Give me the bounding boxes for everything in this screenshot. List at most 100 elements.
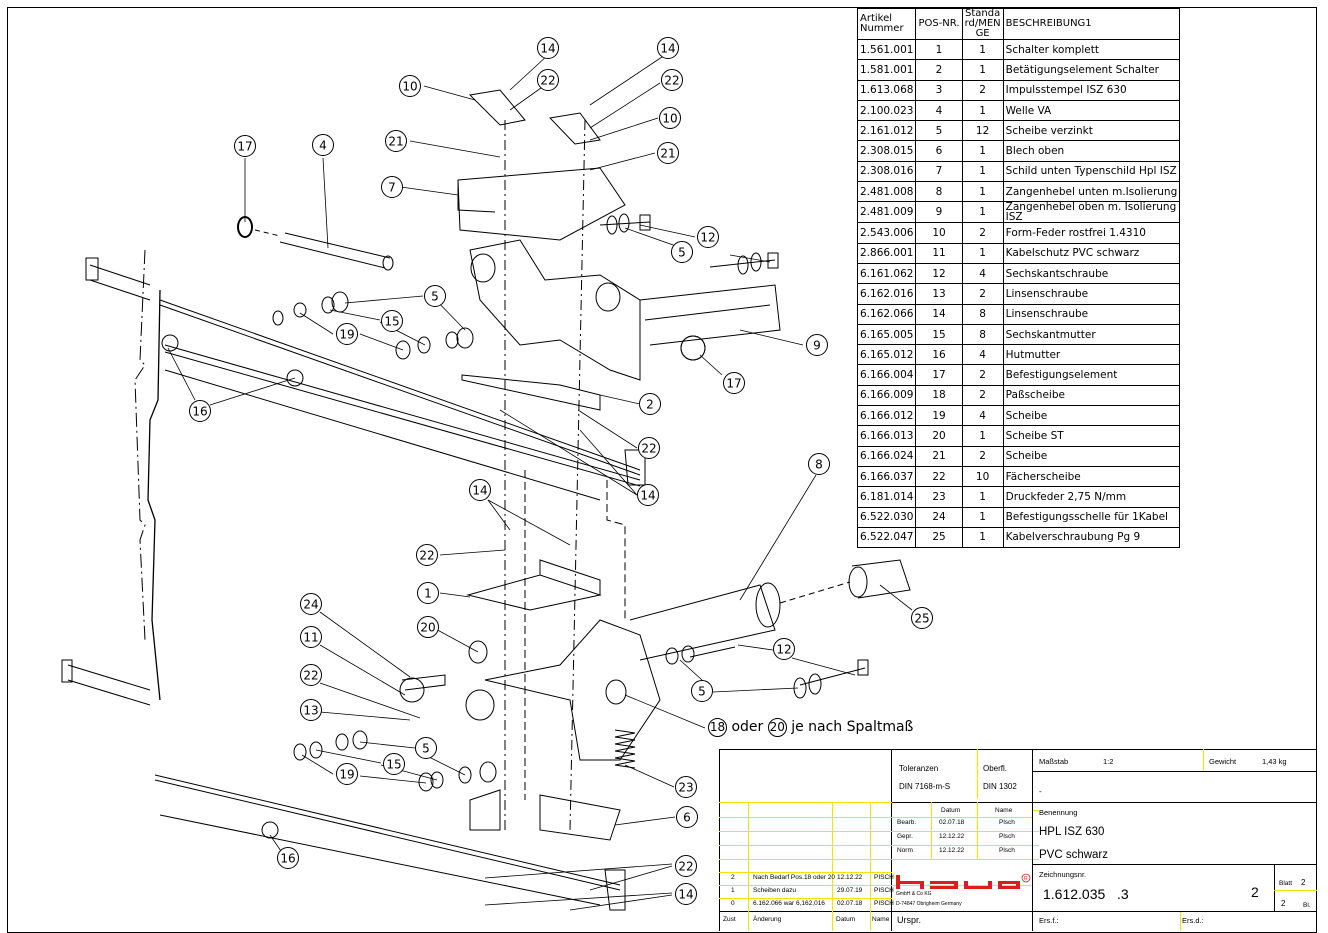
balloon-label: 19 bbox=[339, 768, 354, 782]
balloon-2: 2 bbox=[639, 393, 661, 415]
balloon-label: 15 bbox=[384, 315, 399, 329]
balloon-label: 20 bbox=[420, 621, 435, 635]
balloon-label: 14 bbox=[540, 42, 555, 56]
balloon-22: 22 bbox=[416, 544, 438, 566]
balloon-12: 12 bbox=[697, 226, 719, 248]
balloon-22: 22 bbox=[661, 69, 683, 91]
cell-beschreibung: Kabelverschraubung Pg 9 bbox=[1002, 526, 1181, 549]
revision-name: PISCH bbox=[874, 874, 894, 881]
balloon-1: 1 bbox=[417, 582, 439, 604]
balloon-10: 10 bbox=[399, 75, 421, 97]
balloon-circle bbox=[911, 607, 933, 629]
signoff-role: Norm bbox=[897, 847, 913, 854]
cell-pos: 20 bbox=[915, 425, 963, 447]
cell-menge: 1 bbox=[961, 99, 1004, 122]
balloon-label: 14 bbox=[472, 484, 487, 498]
cell-pos: 19 bbox=[915, 405, 963, 427]
cell-pos: 3 bbox=[915, 79, 963, 101]
balloon-10: 10 bbox=[659, 107, 681, 129]
balloon-circle bbox=[381, 176, 403, 198]
balloon-24: 24 bbox=[300, 593, 322, 615]
cell-beschreibung: Sechskantschraube bbox=[1002, 262, 1181, 285]
cell-pos: 10 bbox=[915, 222, 963, 244]
cell-pos: 15 bbox=[915, 323, 963, 346]
balloon-circle bbox=[469, 479, 491, 501]
balloon-circle bbox=[537, 69, 559, 91]
signoff-name: Plsch bbox=[999, 847, 1015, 854]
balloon-17: 17 bbox=[234, 135, 256, 157]
signoff-role: Bearb. bbox=[897, 819, 917, 826]
header-beschreibung: BESCHREIBUNG1 bbox=[1002, 8, 1181, 40]
signoff-datum: 12.12.22 bbox=[939, 833, 965, 840]
title-block: Toleranzen DIN 7168-m-S Oberfl. DIN 1302… bbox=[719, 749, 1317, 931]
balloon-5: 5 bbox=[424, 285, 446, 307]
note-balloon-20: 20 bbox=[767, 718, 787, 737]
balloon-9: 9 bbox=[806, 334, 828, 356]
revision-zust: 0 bbox=[731, 900, 735, 907]
balloon-circle bbox=[417, 616, 439, 638]
cell-artikel: 6.165.012 bbox=[856, 344, 917, 366]
toleranzen-value: DIN 7168-m-S bbox=[899, 782, 951, 791]
balloon-20: 20 bbox=[417, 616, 439, 638]
balloon-circle bbox=[659, 107, 681, 129]
balloon-16: 16 bbox=[189, 400, 211, 422]
cell-artikel: 6.181.014 bbox=[856, 486, 917, 508]
cell-beschreibung: Form-Feder rostfrei 1.4310 bbox=[1002, 222, 1181, 244]
balloon-14: 14 bbox=[537, 37, 559, 59]
cell-artikel: 6.166.004 bbox=[856, 364, 917, 386]
note-text: je nach Spaltmaß bbox=[791, 719, 914, 735]
note-balloon-18: 18 bbox=[708, 718, 727, 737]
balloon-circle bbox=[383, 753, 405, 775]
cell-artikel: 6.161.062 bbox=[856, 262, 917, 285]
cell-artikel: 2.543.006 bbox=[856, 222, 917, 244]
cell-menge: 2 bbox=[961, 79, 1004, 101]
header-pos: POS-NR. bbox=[915, 8, 963, 40]
balloon-circle bbox=[676, 806, 698, 828]
cell-beschreibung: Zangenhebel oben m. Isolierung ISZ bbox=[1002, 201, 1181, 224]
balloon-14: 14 bbox=[637, 484, 659, 506]
cell-artikel: 6.166.024 bbox=[856, 445, 917, 467]
cell-artikel: 6.166.037 bbox=[856, 465, 917, 488]
signoff-datum: 02.07.18 bbox=[939, 819, 965, 826]
balloon-label: 24 bbox=[303, 598, 318, 612]
cell-pos: 13 bbox=[915, 283, 963, 305]
title-block-border bbox=[719, 749, 1317, 931]
gewicht-label: Gewicht bbox=[1209, 757, 1237, 766]
balloon-circle bbox=[385, 130, 407, 152]
balloon-circle bbox=[277, 847, 299, 869]
ersd-label: Ers.d.: bbox=[1182, 916, 1204, 925]
cell-menge: 1 bbox=[961, 201, 1004, 224]
cell-menge: 1 bbox=[961, 181, 1004, 203]
balloon-label: 13 bbox=[303, 704, 318, 718]
cell-menge: 12 bbox=[961, 120, 1004, 142]
cell-beschreibung: Kabelschutz PVC schwarz bbox=[1002, 242, 1181, 264]
cell-menge: 1 bbox=[961, 38, 1004, 61]
signoff-name: Plsch bbox=[999, 833, 1015, 840]
bl-label: Bl. bbox=[1303, 902, 1311, 909]
balloon-label: 23 bbox=[678, 781, 693, 795]
balloon-circle bbox=[697, 226, 719, 248]
revision-aenderung: 6.162.066 war 6,162,016 bbox=[753, 900, 825, 907]
cell-artikel: 6.166.012 bbox=[856, 405, 917, 427]
svg-text:R: R bbox=[1024, 876, 1028, 882]
balloon-label: 22 bbox=[641, 442, 656, 456]
cell-beschreibung: Sechskantmutter bbox=[1002, 323, 1181, 346]
cell-menge: 4 bbox=[961, 262, 1004, 285]
balloon-circle bbox=[808, 453, 830, 475]
cell-beschreibung: Fächerscheibe bbox=[1002, 465, 1181, 488]
cell-menge: 10 bbox=[961, 465, 1004, 488]
cell-pos: 5 bbox=[915, 120, 963, 142]
benennung-label: Benennung bbox=[1039, 808, 1078, 817]
balloon-22: 22 bbox=[537, 69, 559, 91]
cell-artikel: 6.166.009 bbox=[856, 384, 917, 407]
